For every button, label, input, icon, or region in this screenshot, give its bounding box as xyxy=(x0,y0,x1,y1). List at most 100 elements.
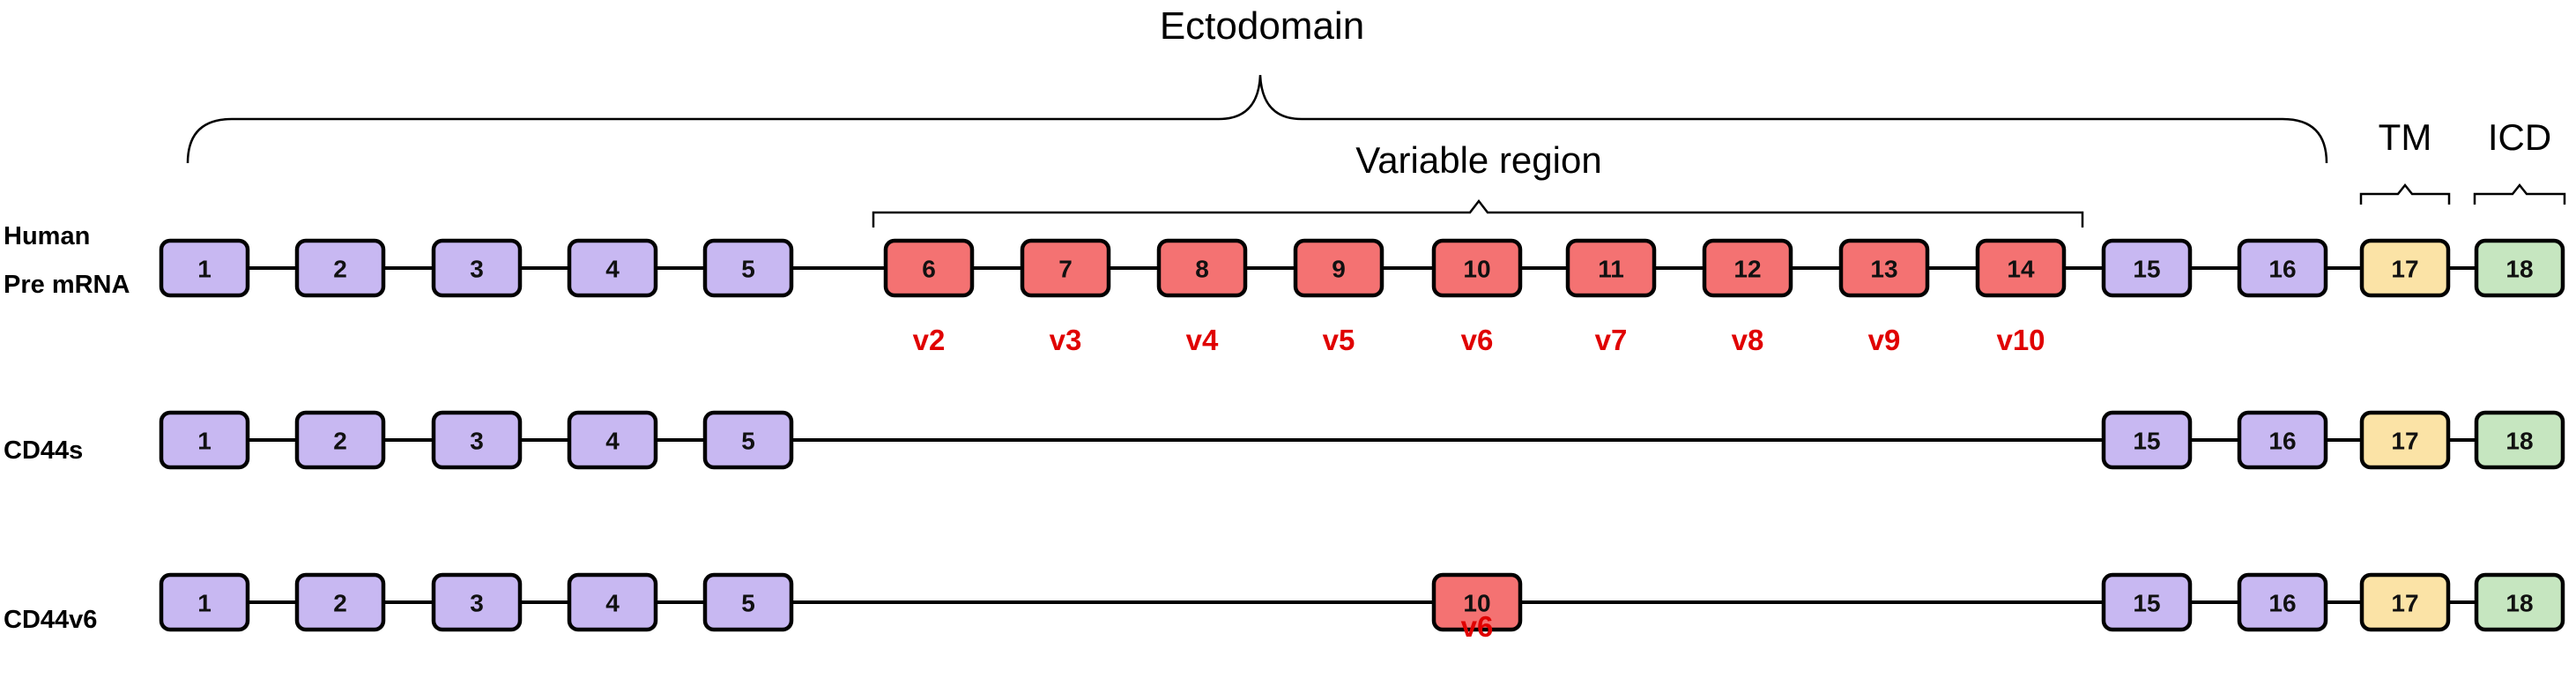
exon-16: 16 xyxy=(2237,572,2328,632)
exon-18: 18 xyxy=(2474,572,2565,632)
exon-number: 2 xyxy=(333,428,347,455)
variable-region-brace xyxy=(872,198,2084,227)
exon-number: 5 xyxy=(741,256,755,283)
variant-label: v6 xyxy=(1461,610,1494,643)
exon-18: 18 xyxy=(2474,238,2565,298)
exon-box xyxy=(2237,572,2328,632)
exon-number: 18 xyxy=(2505,256,2533,283)
variant-label: v5 xyxy=(1323,324,1355,356)
exon-number: 17 xyxy=(2391,590,2418,617)
exon-1: 1 xyxy=(159,238,250,298)
exon-box xyxy=(1975,238,2067,298)
exon-16: 16 xyxy=(2237,410,2328,470)
exon-box xyxy=(159,238,250,298)
exon-number: 10 xyxy=(1463,590,1490,617)
variant-label: v2 xyxy=(913,324,946,356)
exon-17: 17 xyxy=(2359,572,2451,632)
variable-region-label: Variable region xyxy=(1355,139,1601,181)
exon-15: 15 xyxy=(2101,572,2193,632)
exon-box xyxy=(431,572,523,632)
exon-17: 17 xyxy=(2359,238,2451,298)
exon-number: 13 xyxy=(1870,256,1897,283)
exon-box xyxy=(2359,238,2451,298)
exon-number: 14 xyxy=(2007,256,2035,283)
exon-number: 17 xyxy=(2391,428,2418,455)
exon-number: 2 xyxy=(333,590,347,617)
exon-box xyxy=(2359,410,2451,470)
exon-2: 2 xyxy=(294,572,386,632)
exon-10: 10 v6 xyxy=(1431,238,1523,356)
exon-number: 1 xyxy=(197,428,212,455)
exon-box xyxy=(702,238,794,298)
exon-15: 15 xyxy=(2101,410,2193,470)
row-label-cd44s: CD44s xyxy=(4,436,83,465)
exon-box xyxy=(702,572,794,632)
exon-number: 16 xyxy=(2268,256,2296,283)
exon-box xyxy=(294,410,386,470)
exon-box xyxy=(1702,238,1793,298)
exon-box xyxy=(2101,238,2193,298)
variant-label: v8 xyxy=(1732,324,1764,356)
exon-number: 18 xyxy=(2505,428,2533,455)
row-label-line: Pre mRNA xyxy=(4,271,130,299)
exon-number: 5 xyxy=(741,428,755,455)
exon-7: 7v3 xyxy=(1020,238,1111,356)
tm-brace xyxy=(2359,183,2451,205)
exon-box xyxy=(2474,572,2565,632)
exon-18: 18 xyxy=(2474,410,2565,470)
exon-number: 15 xyxy=(2133,428,2160,455)
exon-number: 4 xyxy=(605,256,620,283)
row-label-line: Human xyxy=(4,222,90,250)
ectodomain-brace xyxy=(186,74,2328,164)
exon-4: 4 xyxy=(567,572,658,632)
exon-box xyxy=(702,410,794,470)
exon-1: 1 xyxy=(159,572,250,632)
variant-label: v4 xyxy=(1186,324,1219,356)
exon-16: 16 xyxy=(2237,238,2328,298)
exon-4: 4 xyxy=(567,238,658,298)
exon-number: 15 xyxy=(2133,256,2160,283)
variant-label: v6 xyxy=(1461,324,1494,356)
exon-box xyxy=(159,410,250,470)
exon-1: 1 xyxy=(159,410,250,470)
exon-number: 1 xyxy=(197,256,212,283)
exon-number: 15 xyxy=(2133,590,2160,617)
exon-2: 2 xyxy=(294,238,386,298)
exon-box xyxy=(1156,238,1248,298)
row-label-human-pre-mrna: Human Pre mRNA xyxy=(4,222,130,299)
variant-label: v10 xyxy=(1996,324,2045,356)
exon-number: 18 xyxy=(2505,590,2533,617)
exon-box xyxy=(159,572,250,632)
icd-label: ICD xyxy=(2488,116,2551,158)
exon-9: 9v5 xyxy=(1293,238,1385,356)
exon-box xyxy=(2474,238,2565,298)
exon-box xyxy=(431,238,523,298)
exon-box xyxy=(1565,238,1657,298)
exon-5: 5 xyxy=(702,410,794,470)
exon-number: 16 xyxy=(2268,590,2296,617)
exon-15: 15 xyxy=(2101,238,2193,298)
exon-box xyxy=(1431,572,1523,632)
exon-number: 1 xyxy=(197,590,212,617)
exon-3: 3 xyxy=(431,572,523,632)
exon-number: 4 xyxy=(605,590,620,617)
exon-box xyxy=(1431,238,1523,298)
exon-number: 3 xyxy=(470,428,484,455)
exon-box xyxy=(2237,238,2328,298)
exon-number: 10 xyxy=(1463,256,1490,283)
exon-box xyxy=(431,410,523,470)
exon-box xyxy=(1838,238,1930,298)
exon-box xyxy=(1020,238,1111,298)
exon-number: 3 xyxy=(470,256,484,283)
exon-number: 16 xyxy=(2268,428,2296,455)
exon-box xyxy=(294,238,386,298)
exon-number: 4 xyxy=(605,428,620,455)
exon-box xyxy=(883,238,975,298)
exon-2: 2 xyxy=(294,410,386,470)
